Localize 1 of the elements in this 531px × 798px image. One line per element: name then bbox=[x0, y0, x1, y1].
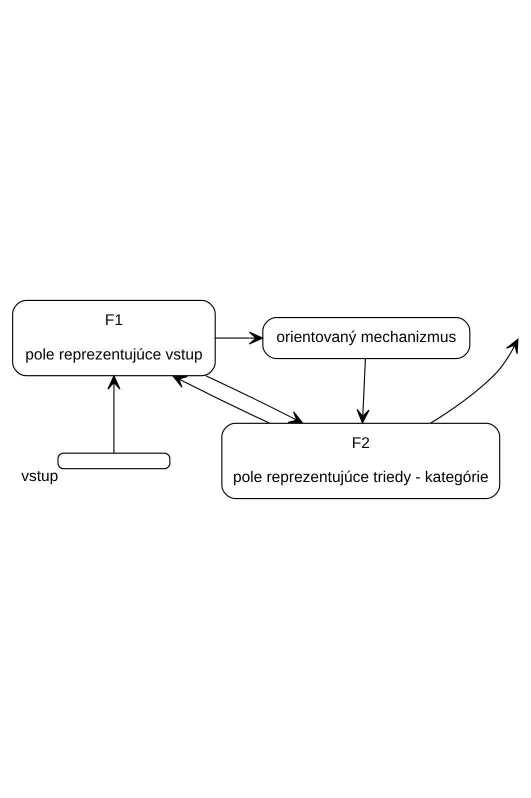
node-label: vstup bbox=[21, 468, 58, 485]
